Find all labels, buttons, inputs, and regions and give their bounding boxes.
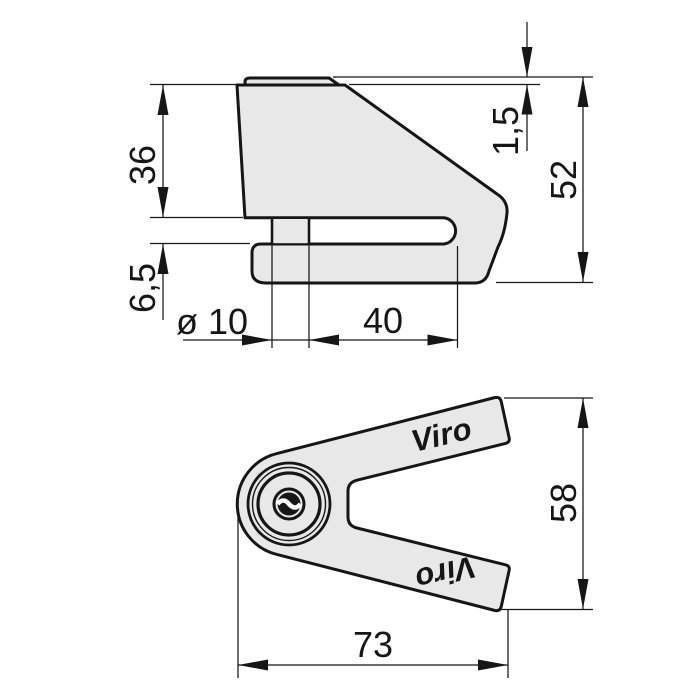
arrow-down [577,252,589,282]
cylinder-ring-middle [251,466,327,542]
arrow-up [157,85,169,115]
arrow-right [427,334,458,346]
dim-disc-gap: 6,5 [122,242,250,320]
dim-label-body-height: 36 [122,145,163,185]
dim-label-pin-diameter: ø 10 [176,301,248,342]
keyhole-icon [272,487,306,521]
arrow-left [238,659,268,671]
arrow-up [157,244,169,274]
arrow-up [577,77,589,107]
dim-fork-height: 58 [501,397,593,611]
front-body-outline [235,395,511,613]
side-body-outline [235,83,509,285]
cylinder-ring-outer [246,461,332,547]
dim-label-cap-step: 1,5 [485,106,526,156]
cylinder-ring-inner [256,471,322,537]
lock-cylinder [246,461,332,547]
arrow-down [521,47,533,77]
arrow-up [577,398,589,428]
locking-pin-fill [273,219,308,244]
front-view: Viro Viro 58 73 [235,395,593,678]
dim-label-slot-depth: 40 [363,300,403,341]
dim-overall-height: 52 [496,77,593,284]
arrow-up [521,84,533,115]
dim-overall-width: 73 [237,516,509,678]
arrow-left [309,334,339,346]
arrow-right [478,659,508,671]
dim-label-overall-height: 52 [543,160,584,200]
dim-label-disc-gap: 6,5 [122,263,163,313]
side-view: 36 6,5 1,5 52 [122,22,593,348]
dim-cap-step: 1,5 [333,22,593,156]
dim-label-overall-width: 73 [353,624,393,665]
rubber-cap [243,76,341,87]
dim-label-fork-height: 58 [543,483,584,523]
arrow-down [577,579,589,609]
dim-pin-and-slot: ø 10 40 [176,245,459,348]
arrow-right [242,334,272,346]
dim-body-height: 36 [122,83,243,219]
locking-pin [270,216,311,246]
arrow-down [157,187,169,217]
